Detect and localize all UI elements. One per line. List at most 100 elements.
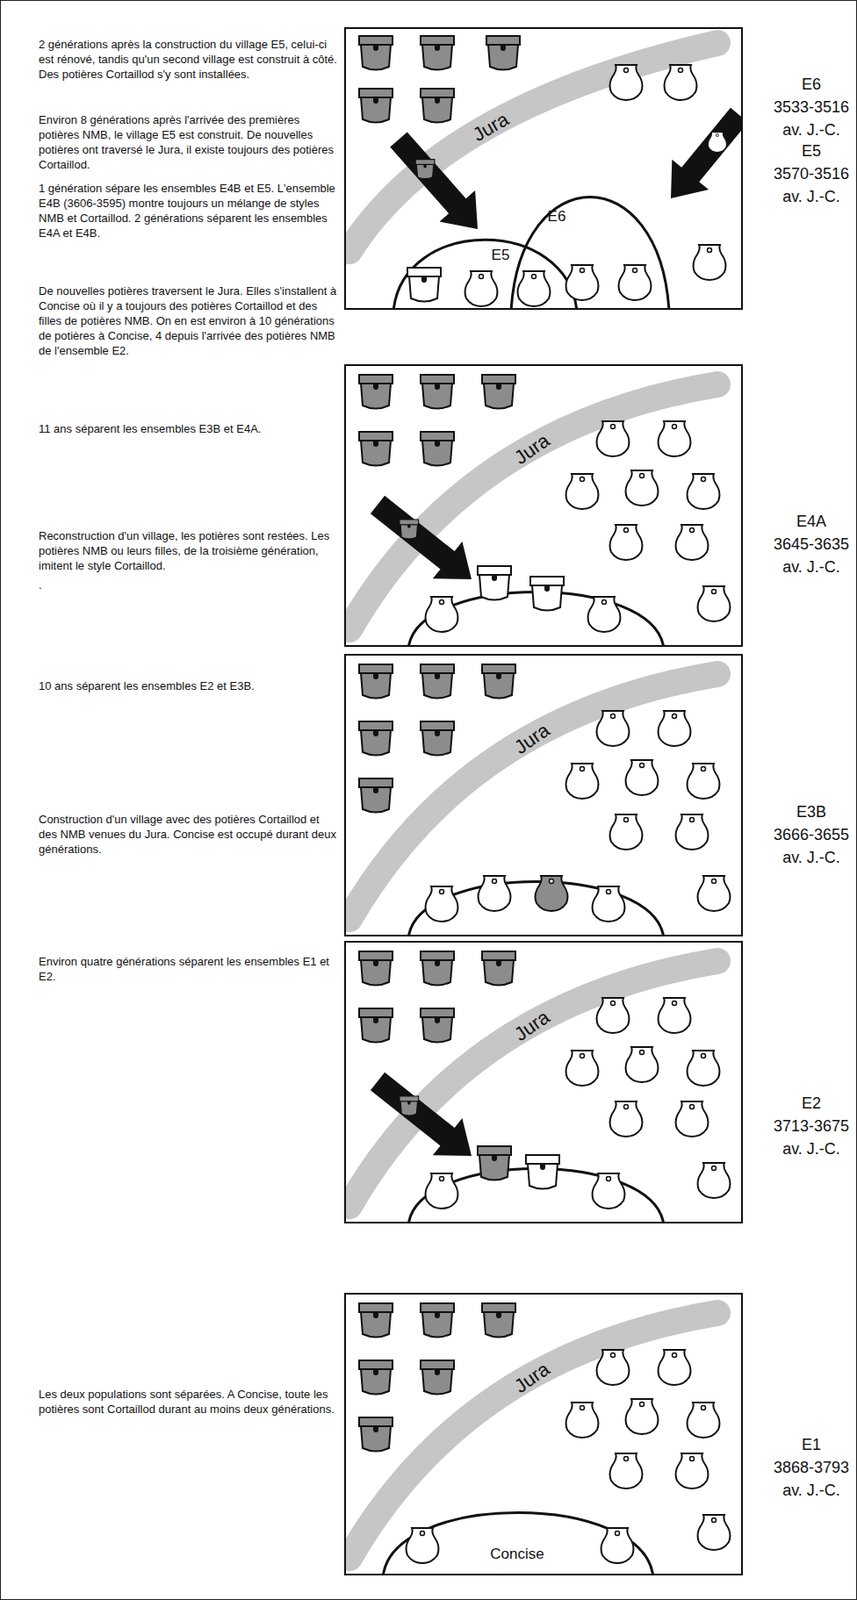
arrow-shape (362, 1063, 487, 1175)
pot-symbol (359, 432, 393, 467)
period-label: 3713-3675 (773, 1116, 850, 1138)
panel-illustration (344, 654, 743, 937)
jura-band (349, 43, 718, 252)
period-label: av. J.-C. (782, 1480, 841, 1502)
pot-symbol (707, 132, 727, 153)
pot-symbol (465, 271, 498, 307)
pot-symbol (566, 265, 599, 301)
migration-arrow (652, 100, 743, 214)
pot-symbol (425, 1173, 459, 1210)
pot-symbol (693, 244, 727, 281)
pot-symbol (420, 1303, 454, 1339)
migration-arrow (362, 486, 487, 598)
pot-symbol (676, 525, 709, 561)
period-label: 3533-3516 (773, 96, 850, 118)
pot-symbol (406, 1528, 440, 1564)
pot-symbol (477, 566, 512, 601)
pot-symbol (477, 1146, 512, 1182)
pot-symbol (420, 36, 454, 71)
period-label: 3645-3635 (773, 533, 850, 555)
village-arc (393, 239, 577, 310)
village-panel: Jura (344, 941, 743, 1225)
pot-symbol (588, 597, 621, 633)
pot-symbol (597, 421, 630, 457)
pot-symbol (420, 1361, 454, 1396)
pot-symbol (420, 951, 454, 987)
pot-symbol (420, 432, 454, 467)
explanatory-note: 2 générations après la construction du v… (38, 36, 338, 82)
pot-symbol (698, 876, 731, 912)
arrow-shape (652, 100, 743, 214)
explanatory-note: Construction d'un village avec des potiè… (38, 812, 338, 857)
village-panel: Jura (344, 364, 743, 648)
village-label: E6 (547, 208, 567, 226)
pot-symbol (359, 374, 393, 410)
pot-symbol (592, 1173, 626, 1210)
pot-symbol (597, 1350, 630, 1386)
period-label: av. J.-C. (782, 556, 841, 578)
village-arc (382, 1513, 654, 1578)
arrow-shape (362, 486, 487, 598)
pot-symbol (676, 1101, 709, 1138)
panel-illustration (344, 27, 743, 310)
period-label: E4A (796, 511, 827, 533)
village-label: E5 (491, 247, 511, 265)
pot-symbol (535, 876, 569, 912)
migration-arrow (362, 1063, 487, 1175)
explanatory-note: . (38, 577, 338, 593)
pot-symbol (566, 763, 599, 800)
pot-symbol (676, 814, 709, 850)
village-arc (511, 197, 670, 311)
pot-symbol (518, 271, 551, 307)
explanatory-note: 11 ans séparent les ensembles E3B et E4A… (38, 421, 338, 437)
period-label: av. J.-C. (782, 119, 841, 141)
pot-symbol (592, 886, 626, 922)
panel-illustration (344, 1293, 743, 1577)
explanatory-note: Environ quatre générations séparent les … (38, 954, 338, 985)
period-label: E6 (801, 73, 821, 95)
jura-band (349, 1313, 718, 1559)
pot-symbol (566, 1403, 599, 1439)
pot-symbol (482, 1303, 516, 1339)
pot-symbol (420, 374, 454, 410)
pot-symbol (687, 1051, 721, 1087)
period-label: 3570-3516 (773, 163, 850, 185)
jura-band (349, 961, 718, 1207)
pot-symbol (597, 711, 630, 747)
pot-symbol (420, 88, 454, 123)
pot-symbol (664, 64, 698, 101)
pot-symbol (359, 88, 393, 123)
period-label: av. J.-C. (782, 847, 841, 869)
village-panel: JuraConcise (344, 1293, 743, 1577)
pot-symbol (597, 998, 630, 1034)
pot-symbol (399, 1096, 419, 1117)
village-label: Concise (489, 1547, 544, 1564)
pot-symbol (658, 998, 692, 1034)
pot-symbol (610, 814, 643, 850)
arrow-pot (399, 519, 419, 540)
pot-symbol (687, 1403, 721, 1439)
pot-symbol (687, 763, 721, 800)
pot-symbol (359, 36, 393, 71)
pot-symbol (359, 778, 393, 814)
arrow-pot (399, 1096, 419, 1117)
arrow-pot (707, 132, 727, 153)
pot-symbol (658, 421, 692, 457)
pot-symbol (425, 597, 459, 633)
pot-symbol (482, 374, 516, 410)
period-label: E1 (801, 1434, 821, 1456)
pot-symbol (610, 1454, 643, 1490)
period-label: av. J.-C. (782, 1138, 841, 1160)
pot-symbol (626, 1047, 659, 1083)
pot-symbol (610, 525, 643, 561)
period-label: av. J.-C. (782, 186, 841, 208)
pot-symbol (359, 721, 393, 757)
pot-symbol (399, 519, 419, 540)
explanatory-note: Environ 8 générations après l'arrivée de… (38, 112, 338, 173)
panel-illustration (344, 364, 743, 648)
period-label: E2 (801, 1093, 821, 1115)
pot-symbol (626, 760, 659, 796)
explanatory-note: Reconstruction d'un village, les potière… (38, 528, 338, 574)
pot-symbol (359, 951, 393, 987)
pot-symbol (687, 474, 721, 510)
